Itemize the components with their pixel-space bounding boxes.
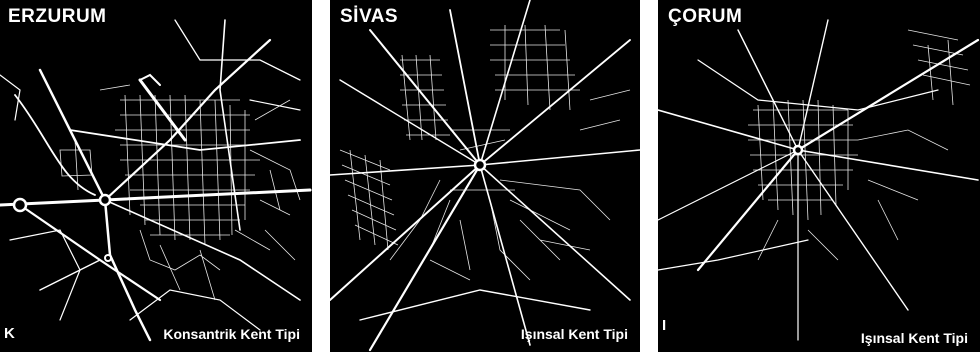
urban-type-label: Konsantrik Kent Tipi	[163, 326, 300, 342]
city-title: ERZURUM	[8, 6, 107, 27]
map-panel-corum: ÇORUM I Işınsal Kent Tipi	[658, 0, 980, 352]
map-panel-sivas: SİVAS Işınsal Kent Tipi	[330, 0, 640, 352]
erzurum-road-map	[0, 19, 312, 342]
sivas-road-map	[330, 0, 640, 352]
city-title: SİVAS	[340, 6, 399, 27]
edge-mark: K	[4, 325, 15, 342]
corum-road-map	[658, 19, 980, 341]
urban-type-label: Işınsal Kent Tipi	[860, 330, 968, 346]
city-title: ÇORUM	[668, 6, 743, 27]
map-panel-erzurum: ERZURUM K Konsantrik Kent Tipi	[0, 0, 312, 352]
edge-mark: I	[662, 317, 667, 334]
urban-type-label: Işınsal Kent Tipi	[520, 326, 628, 342]
